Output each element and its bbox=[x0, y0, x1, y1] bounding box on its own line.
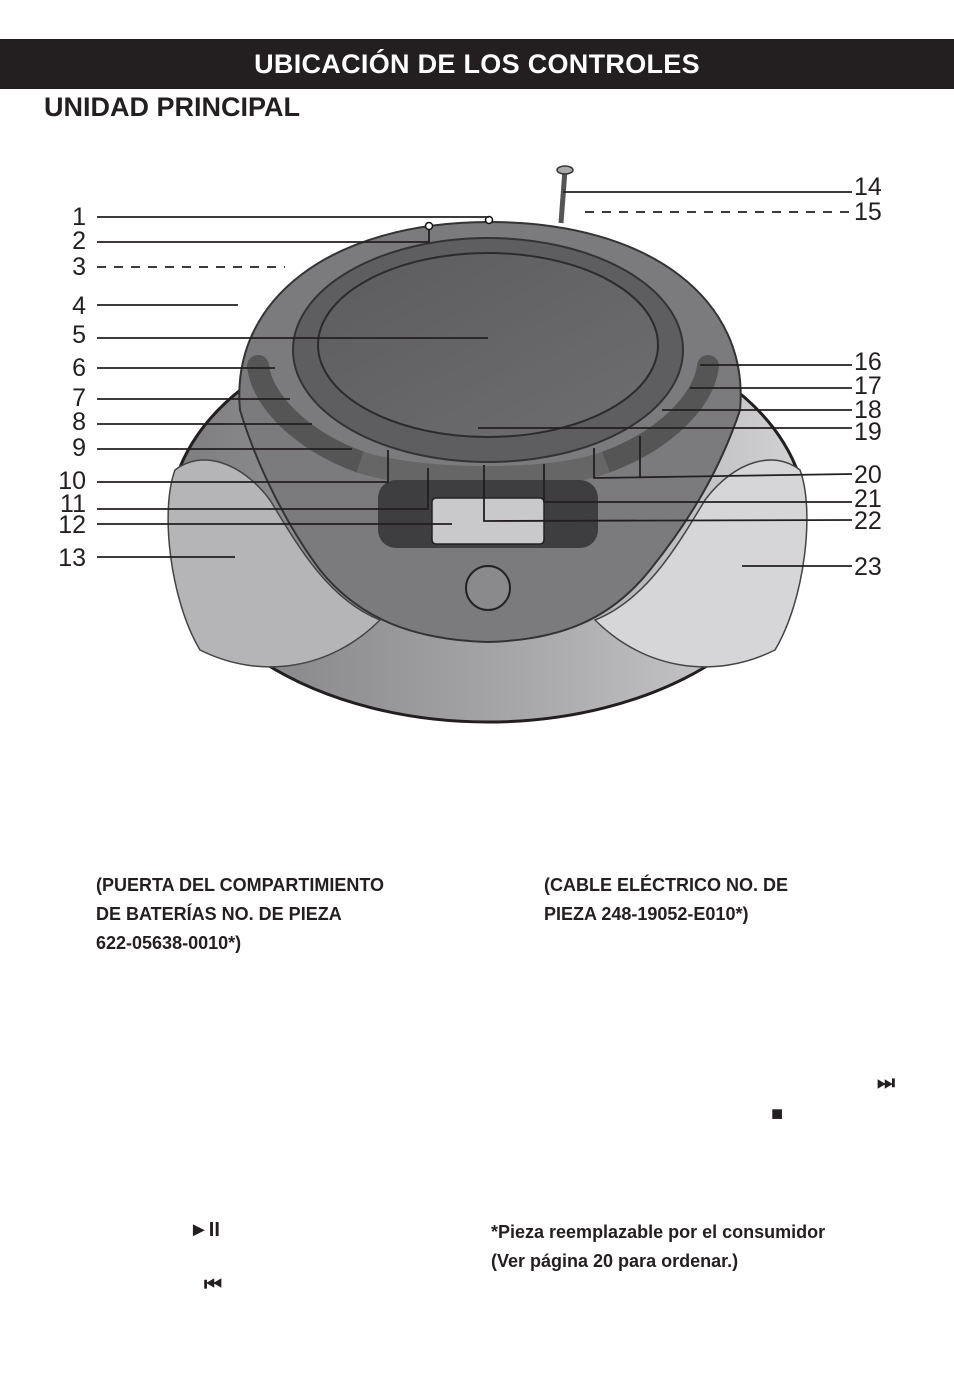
callout-18: 18 bbox=[854, 396, 882, 424]
boombox-diagram: 1 2 3 4 5 6 7 8 9 10 11 12 13 14 15 16 1… bbox=[58, 165, 882, 724]
note-line: *Pieza reemplazable por el consumidor bbox=[491, 1222, 826, 1242]
page-title: UBICACIÓN DE LOS CONTROLES bbox=[254, 48, 700, 79]
note-line: (Ver página 20 para ordenar.) bbox=[491, 1251, 739, 1271]
note-line: (PUERTA DEL COMPARTIMIENTO bbox=[96, 875, 384, 895]
callout-16: 16 bbox=[854, 348, 882, 376]
leader-lines bbox=[97, 191, 853, 567]
speaker-left bbox=[167, 459, 382, 668]
button-row-center bbox=[356, 451, 611, 488]
callout-11: 11 bbox=[60, 490, 86, 518]
callout-2: 2 bbox=[72, 227, 86, 255]
callout-20: 20 bbox=[854, 461, 882, 489]
speaker-right bbox=[593, 459, 808, 668]
antenna bbox=[556, 165, 574, 224]
cd-lid bbox=[317, 252, 659, 438]
consumer-part-note: *Pieza reemplazable por el consumidor (V… bbox=[491, 1218, 825, 1276]
skip-forward-icon: ⏭ bbox=[877, 1072, 895, 1094]
note-line: 622-05638-0010*) bbox=[96, 933, 242, 953]
button-row-right bbox=[595, 355, 719, 473]
callout-13: 13 bbox=[58, 544, 86, 572]
section-title: UNIDAD PRINCIPAL bbox=[44, 92, 300, 122]
callout-21: 21 bbox=[854, 485, 882, 513]
button-row-left bbox=[247, 355, 371, 473]
note-line: (CABLE ELÉCTRICO NO. DE bbox=[544, 875, 789, 895]
stop-icon: ■ bbox=[771, 1103, 784, 1125]
play-pause-icon: ►II bbox=[189, 1219, 220, 1241]
note-line: PIEZA 248-19052-E010*) bbox=[544, 904, 749, 924]
callout-3: 3 bbox=[72, 253, 86, 281]
callout-19: 19 bbox=[854, 418, 882, 446]
callout-7: 7 bbox=[72, 384, 86, 412]
note-line: DE BATERÍAS NO. DE PIEZA bbox=[96, 904, 342, 924]
callout-numbers-right: 14 15 16 17 18 19 20 21 22 23 bbox=[854, 173, 882, 581]
callout-15: 15 bbox=[854, 198, 882, 226]
callout-12: 12 bbox=[58, 511, 86, 539]
callout-4: 4 bbox=[72, 292, 86, 320]
page-header: UBICACIÓN DE LOS CONTROLES bbox=[0, 39, 954, 89]
battery-door-note: (PUERTA DEL COMPARTIMIENTO DE BATERÍAS N… bbox=[96, 871, 384, 958]
callout-1: 1 bbox=[72, 203, 86, 231]
callout-17: 17 bbox=[854, 372, 882, 400]
callout-10: 10 bbox=[58, 467, 86, 495]
callout-23: 23 bbox=[854, 553, 882, 581]
skip-back-icon: ⏮ bbox=[204, 1274, 222, 1296]
callout-9: 9 bbox=[72, 434, 86, 462]
callout-numbers-left: 1 2 3 4 5 6 7 8 9 10 11 12 13 bbox=[58, 203, 86, 572]
callout-8: 8 bbox=[72, 408, 86, 436]
volume-knob bbox=[465, 565, 511, 611]
callout-14: 14 bbox=[854, 173, 882, 201]
callout-5: 5 bbox=[72, 321, 86, 349]
top-jack bbox=[424, 221, 434, 231]
callout-6: 6 bbox=[72, 354, 86, 382]
power-cord-note: (CABLE ELÉCTRICO NO. DE PIEZA 248-19052-… bbox=[544, 871, 788, 929]
callout-22: 22 bbox=[854, 507, 882, 535]
